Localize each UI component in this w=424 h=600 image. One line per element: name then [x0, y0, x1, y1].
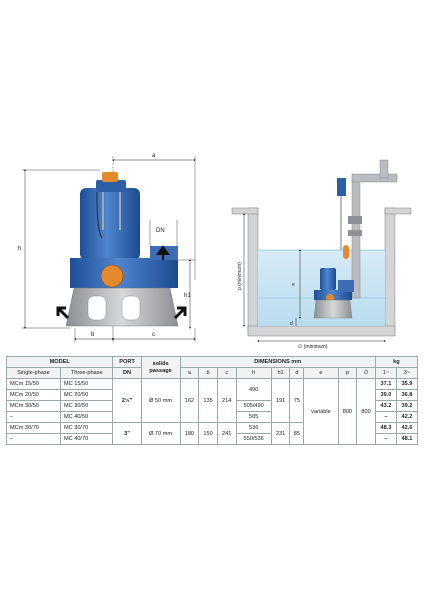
cell-three: MC 40/70	[59, 433, 114, 445]
technical-drawings: a h h1 b c DN	[18, 153, 412, 350]
header-h1: h1	[270, 367, 291, 379]
header-single-phase: Single-phase	[6, 367, 61, 379]
inlet-arrow-left-icon	[56, 306, 70, 320]
cell-diameter: 800	[356, 378, 376, 445]
header-diameter: ∅	[356, 367, 376, 379]
control-box	[337, 178, 346, 196]
label-e: e	[292, 282, 295, 288]
cell-h: 550/536	[235, 433, 272, 445]
cell-three: MC 40/50	[59, 411, 114, 423]
cell-three: MC 30/70	[59, 422, 114, 434]
cell-kg-three: 35.9	[395, 378, 419, 390]
outlet-arrow-icon	[156, 245, 170, 260]
cell-port: 3"	[112, 422, 142, 445]
cell-h1: 191	[270, 378, 291, 423]
label-h: h	[18, 246, 21, 252]
cell-kg-three: 36.8	[395, 389, 419, 401]
cell-d: 85	[289, 422, 305, 445]
cell-kg-three: 39.2	[395, 400, 419, 412]
cell-single: MCm 30/70	[6, 422, 61, 434]
table-row: MCm 15/50 MC 15/50 2½" Ø 50 mm 162 135 2…	[6, 378, 419, 445]
cell-port: 2½"	[112, 378, 142, 423]
cell-kg-single: 39.0	[374, 389, 397, 401]
cell-c: 214	[216, 378, 237, 423]
label-h1: h1	[184, 293, 191, 299]
cell-solids: Ø 50 mm	[140, 378, 181, 423]
header-port: PORT	[112, 356, 142, 368]
label-a: a	[152, 153, 156, 159]
header-e: e	[303, 367, 339, 379]
label-c: c	[152, 332, 155, 338]
table-row: MCm 20/50 MC 20/50 39.0 36.8	[6, 389, 419, 401]
cell-c: 241	[216, 422, 237, 445]
cell-b: 135	[198, 378, 218, 423]
cell-kg-three: 48.1	[395, 433, 419, 445]
cell-kg-single: –	[374, 411, 397, 423]
cell-h: 536	[235, 422, 272, 434]
cell-b: 150	[198, 422, 218, 445]
pump-handle-top	[102, 172, 118, 182]
header-a: a	[179, 367, 200, 379]
header-b: b	[198, 367, 218, 379]
pump-dimension-drawing: a h h1 b c DN	[18, 153, 196, 342]
header-three-phase: Three-phase	[59, 367, 114, 379]
header-dimensions: DIMENSIONS mm	[179, 356, 376, 368]
header-kg-single: 1~	[374, 367, 397, 379]
cell-kg-single: 43.2	[374, 400, 397, 412]
pump-volute	[70, 258, 178, 288]
header-h: h	[235, 367, 272, 379]
label-width: ∅ (minimum)	[298, 344, 328, 350]
cell-h: 505	[235, 411, 272, 423]
header-d: d	[289, 367, 305, 379]
cell-kg-three: 42.2	[395, 411, 419, 423]
header-c: c	[216, 367, 237, 379]
header-solids: solids passage	[140, 356, 181, 379]
cell-kg-three: 42.6	[395, 422, 419, 434]
header-p: p	[337, 367, 358, 379]
cell-single: –	[6, 411, 61, 423]
installation-drawing: p (minimum) e d ∅ (minimum)	[231, 159, 412, 350]
cell-three: MC 20/50	[59, 389, 114, 401]
cell-p: 800	[337, 378, 358, 445]
cell-kg-single: 37.1	[374, 378, 397, 390]
header-kg-three: 3~	[395, 367, 419, 379]
cell-single: MCm 15/50	[6, 378, 61, 390]
cell-solids: Ø 70 mm	[140, 422, 181, 445]
header-kg: kg	[374, 356, 419, 368]
header-model: MODEL	[5, 356, 114, 368]
table-row: – MC 40/70 550/536 – 48.1	[6, 433, 419, 445]
header-dn: DN	[112, 367, 142, 379]
cell-a: 162	[179, 378, 200, 423]
cell-a: 180	[179, 422, 200, 445]
cell-single: –	[6, 433, 61, 445]
cell-d: 75	[289, 378, 305, 423]
label-dn: DN	[156, 228, 165, 234]
cell-kg-single: 48.3	[374, 422, 397, 434]
dimensions-table: MODEL PORT solids passage DIMENSIONS mm …	[5, 356, 419, 445]
label-p: p (minimum)	[237, 262, 243, 290]
label-b: b	[91, 332, 95, 338]
cell-h1: 231	[270, 422, 291, 445]
label-d: d	[290, 321, 293, 327]
cell-h: 505/490	[235, 400, 272, 412]
cell-single: MCm 20/50	[6, 389, 61, 401]
pump-motor	[80, 188, 140, 260]
cell-three: MC 15/50	[59, 378, 114, 390]
float-switch	[100, 264, 124, 288]
cell-kg-single: –	[374, 433, 397, 445]
inlet-arrow-right-icon	[173, 306, 187, 320]
cell-e: variable	[303, 378, 339, 445]
table-row: MCm 30/50 MC 30/50 505/490 43.2 39.2	[6, 400, 419, 412]
cell-single: MCm 30/50	[6, 400, 61, 412]
cell-three: MC 30/50	[59, 400, 114, 412]
cell-h: 490	[235, 378, 272, 401]
